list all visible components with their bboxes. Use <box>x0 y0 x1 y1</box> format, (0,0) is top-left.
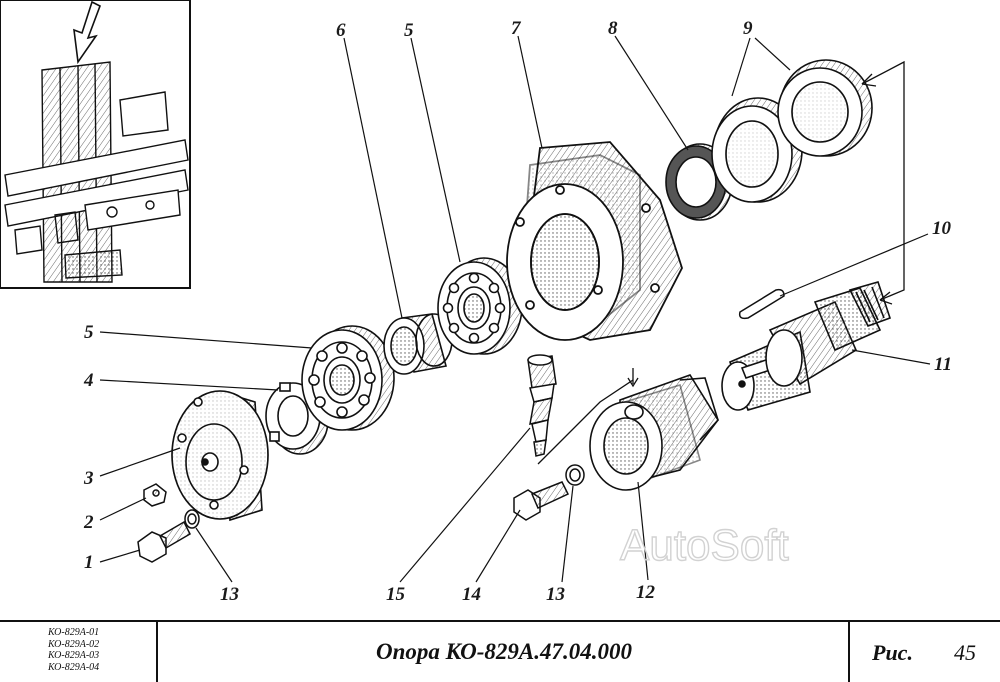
label-part-10: 10 <box>932 218 952 239</box>
label-part-8: 8 <box>608 18 618 39</box>
figure-number: 45 <box>954 640 976 665</box>
label-part-9: 9 <box>743 18 753 39</box>
model-code: КО-829А-03 <box>48 650 100 661</box>
label-part-15: 15 <box>386 584 406 605</box>
spacer-sleeve-part-6 <box>383 313 453 375</box>
location-arrow-icon <box>73 0 102 65</box>
label-part-5-top: 5 <box>404 20 414 41</box>
label-part-13-center: 13 <box>546 584 565 605</box>
label-part-4: 4 <box>83 370 94 391</box>
drawing-title-cell: Опора КО-829А.47.04.000 <box>160 622 850 682</box>
label-part-7: 7 <box>511 18 522 39</box>
model-code: КО-829А-01 <box>48 627 100 638</box>
hub-part-12 <box>589 374 719 491</box>
label-part-6: 6 <box>336 20 346 41</box>
washer-part-13-left <box>184 509 200 529</box>
leader-lines <box>99 35 931 583</box>
bearing-housing-part-7 <box>506 141 683 341</box>
key-part-10 <box>738 288 785 320</box>
lock-nut-part-4 <box>265 382 329 455</box>
flange-cap-part-3 <box>171 390 269 522</box>
watermark: AutoSoft <box>620 521 789 570</box>
ring-part-9-far <box>777 59 873 157</box>
figure-label: Рис. <box>872 640 913 665</box>
model-code: КО-829А-02 <box>48 638 100 650</box>
label-part-13-left: 13 <box>220 584 239 605</box>
shaft-part-11 <box>721 281 892 411</box>
grease-fitting-part-15 <box>527 354 557 457</box>
label-part-2: 2 <box>83 512 94 533</box>
model-code: КО-829А-04 <box>48 661 100 673</box>
seal-ring-part-8 <box>665 143 733 221</box>
label-part-14: 14 <box>462 584 481 605</box>
assembly-arrows <box>537 60 905 465</box>
grease-nipple-part-2 <box>143 483 167 507</box>
location-inset <box>0 0 191 289</box>
column-sketch <box>4 61 189 283</box>
label-part-11: 11 <box>934 354 952 375</box>
title-block: КО-829А-01 КО-829А-02 КО-829А-03 КО-829А… <box>0 620 1000 682</box>
label-part-5-left: 5 <box>84 322 94 343</box>
bolt-part-1 <box>137 520 191 563</box>
model-list: КО-829А-01 КО-829А-02 КО-829А-03 КО-829А… <box>0 622 158 682</box>
label-part-1: 1 <box>84 552 94 573</box>
drawing-title: Опора КО-829А.47.04.000 <box>375 639 633 664</box>
ball-bearing-part-5-right <box>437 257 523 355</box>
ball-bearing-part-5-left <box>301 325 395 431</box>
washer-part-13-center <box>565 464 585 486</box>
bolt-part-14 <box>513 481 570 521</box>
figure-cell: Рис. 45 <box>850 622 1000 682</box>
label-part-3: 3 <box>83 468 94 489</box>
label-part-12: 12 <box>636 582 656 603</box>
